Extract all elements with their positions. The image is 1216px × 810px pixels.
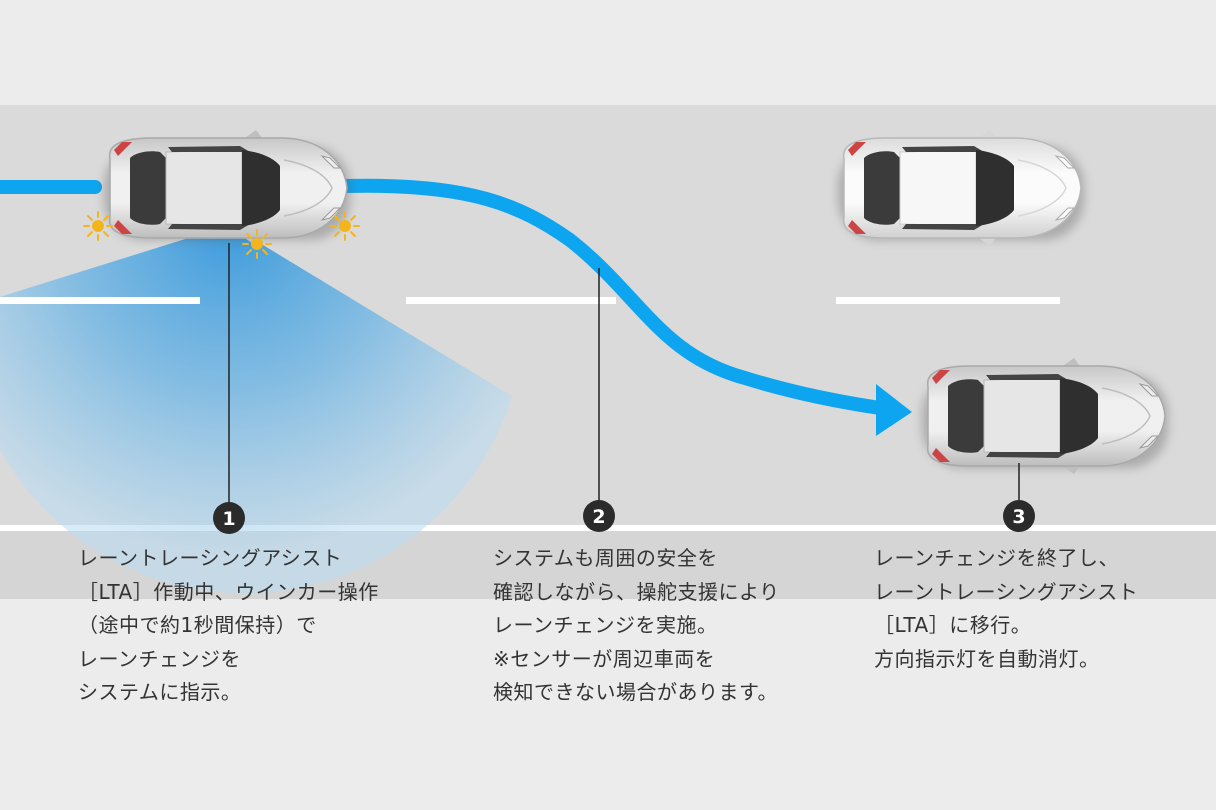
step-3-description: レーンチェンジを終了し、 レーントレーシングアシスト ［LTA］に移行。 方向指… xyxy=(874,542,1216,676)
step-number-2: 2 xyxy=(592,506,605,528)
lane-change-arrow-icon xyxy=(0,178,887,415)
step-badge-3: 3 xyxy=(1003,500,1035,532)
step-1-line: ［LTA］作動中、ウインカー操作 xyxy=(78,579,379,604)
step-2-line: ※センサーが周辺車両を xyxy=(493,646,716,671)
step-1-description: レーントレーシングアシスト ［LTA］作動中、ウインカー操作 （途中で約1秒間保… xyxy=(78,542,438,710)
lane-marking xyxy=(406,297,616,304)
step-1-line: レーンチェンジを xyxy=(78,646,241,671)
car-ahead-icon xyxy=(838,130,1084,246)
step-3-line: レーンチェンジを終了し、 xyxy=(874,546,1119,570)
turn-signal-icon xyxy=(83,211,113,241)
step-number-1: 1 xyxy=(222,508,235,530)
step-2-line: システムも周囲の安全を xyxy=(493,546,718,570)
arrow-head-icon xyxy=(876,384,912,436)
step-2-line: レーンチェンジを実施。 xyxy=(493,613,718,637)
step-badge-2: 2 xyxy=(583,500,615,532)
step-3-line: 方向指示灯を自動消灯。 xyxy=(874,646,1100,671)
step-badge-1: 1 xyxy=(213,502,245,534)
step-3-line: ［LTA］に移行。 xyxy=(874,613,1032,637)
radar-sensor-fan-icon xyxy=(0,225,512,594)
step-2-line: 検知できない場合があります。 xyxy=(493,680,778,704)
step-1-line: レーントレーシングアシスト xyxy=(78,546,343,570)
step-3-line: レーントレーシングアシスト xyxy=(874,579,1139,604)
step-2-description: システムも周囲の安全を 確認しながら、操舵支援により レーンチェンジを実施。 ※… xyxy=(493,542,853,710)
step-number-3: 3 xyxy=(1012,506,1025,528)
step-1-line: （途中で約1秒間保持）で xyxy=(78,613,317,637)
car-top-view-icon xyxy=(104,130,350,246)
turn-signal-icon xyxy=(330,211,360,241)
lane-marking xyxy=(0,297,200,304)
step-2-line: 確認しながら、操舵支援により xyxy=(493,579,780,604)
lane-marking xyxy=(836,297,1060,304)
step-1-line: システムに指示。 xyxy=(78,680,242,704)
car-after-change-icon xyxy=(922,358,1168,474)
turn-signal-icon xyxy=(242,229,272,259)
